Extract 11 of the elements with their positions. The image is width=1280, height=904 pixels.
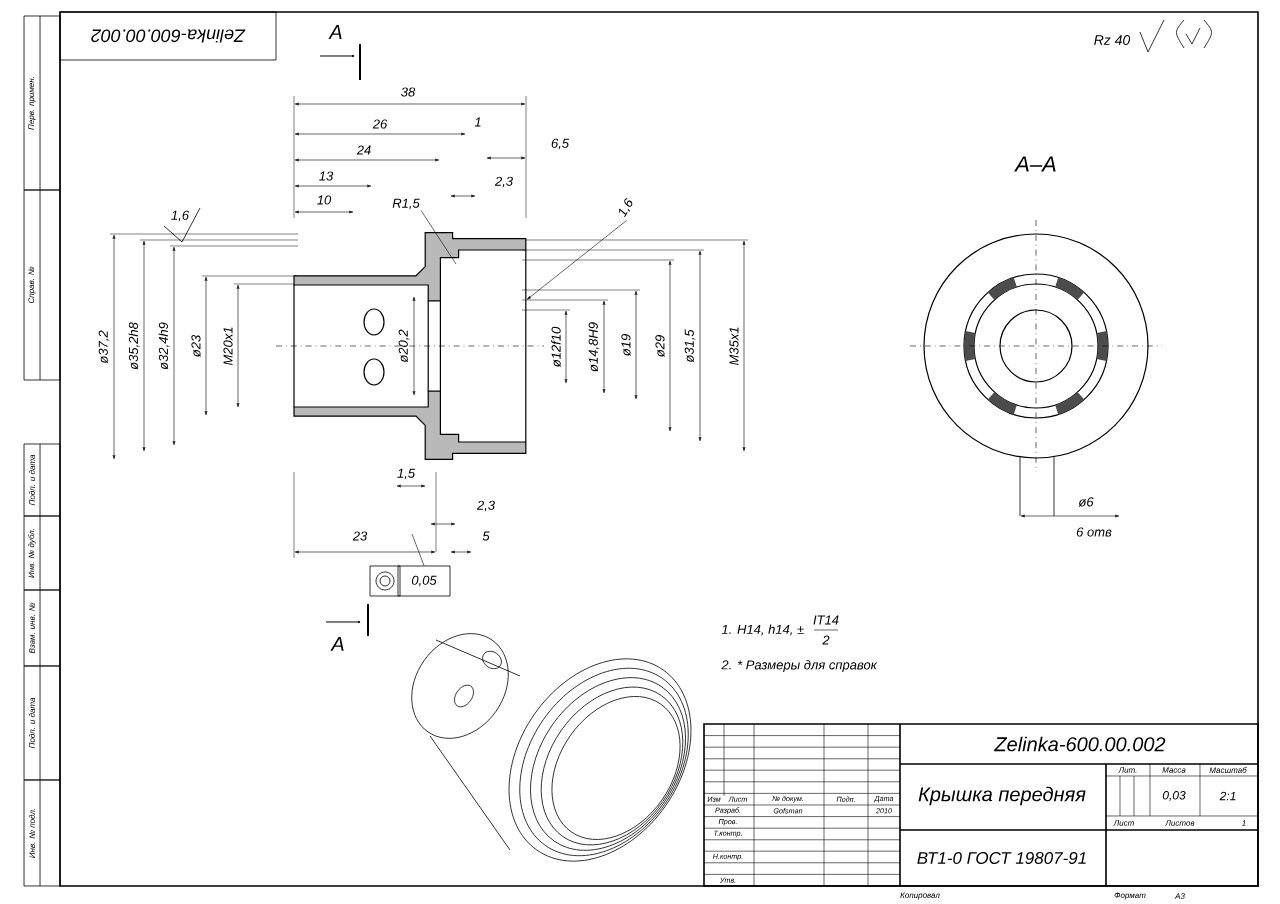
section-title: A–A: [1014, 156, 1056, 172]
section-view-drawing: [275, 232, 545, 460]
section-letter: A: [328, 25, 342, 39]
drawing-number-box: Zelinka-600.00.002: [59, 11, 277, 61]
leader-line: [420, 210, 457, 265]
leader-line: [411, 533, 425, 566]
section-letter: A: [330, 637, 344, 651]
leader-line: [527, 220, 627, 300]
drawing-number: Zelinka-600.00.002: [994, 736, 1166, 752]
material-text: ВТ1-0 ГОСТ 19807-91: [917, 852, 1086, 864]
part-name: Крышка передняя: [918, 786, 1086, 806]
